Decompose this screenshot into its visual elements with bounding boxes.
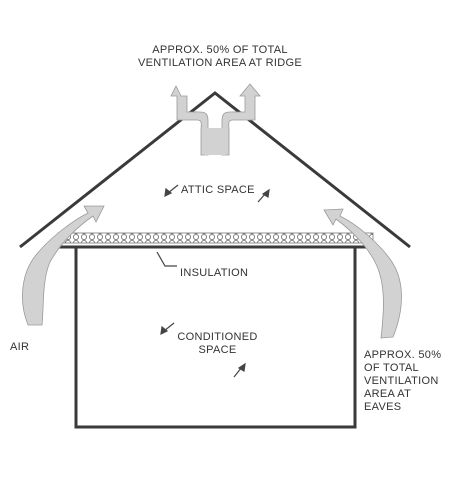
eaves-ventilation-label: APPROX. 50% OF TOTAL VENTILATION AREA AT… bbox=[364, 349, 441, 414]
roof-outline bbox=[19, 91, 411, 249]
conditioned-space-label: CONDITIONED SPACE bbox=[170, 331, 265, 357]
ridge-label-line1: APPROX. 50% OF TOTAL bbox=[152, 44, 288, 56]
insulation-leader bbox=[156, 251, 177, 267]
attic-space-label: ATTIC SPACE bbox=[181, 184, 255, 196]
air-label: AIR bbox=[10, 341, 30, 353]
eaves-label-line1: APPROX. 50% bbox=[364, 349, 442, 361]
insulation-layer bbox=[57, 232, 374, 244]
ridge-ventilation-label: APPROX. 50% OF TOTAL VENTILATION AREA AT… bbox=[120, 44, 320, 70]
conditioned-pointer-arrows bbox=[160, 322, 246, 378]
ridge-airflow-arrow bbox=[170, 83, 261, 156]
conditioned-label-line2: SPACE bbox=[198, 344, 237, 356]
eaves-label-line4: AREA AT bbox=[364, 388, 412, 400]
insulation-label: INSULATION bbox=[180, 267, 249, 279]
ridge-label-line2: VENTILATION AREA AT RIDGE bbox=[138, 57, 302, 69]
left-eave-airflow-arrow bbox=[22, 205, 105, 326]
eaves-label-line3: VENTILATION bbox=[364, 375, 439, 387]
eaves-label-line2: OF TOTAL bbox=[364, 362, 419, 374]
attic-pointer-arrows bbox=[164, 184, 270, 203]
right-eave-airflow-arrow bbox=[323, 208, 402, 339]
eaves-label-line5: EAVES bbox=[364, 401, 402, 413]
conditioned-label-line1: CONDITIONED bbox=[177, 331, 258, 343]
